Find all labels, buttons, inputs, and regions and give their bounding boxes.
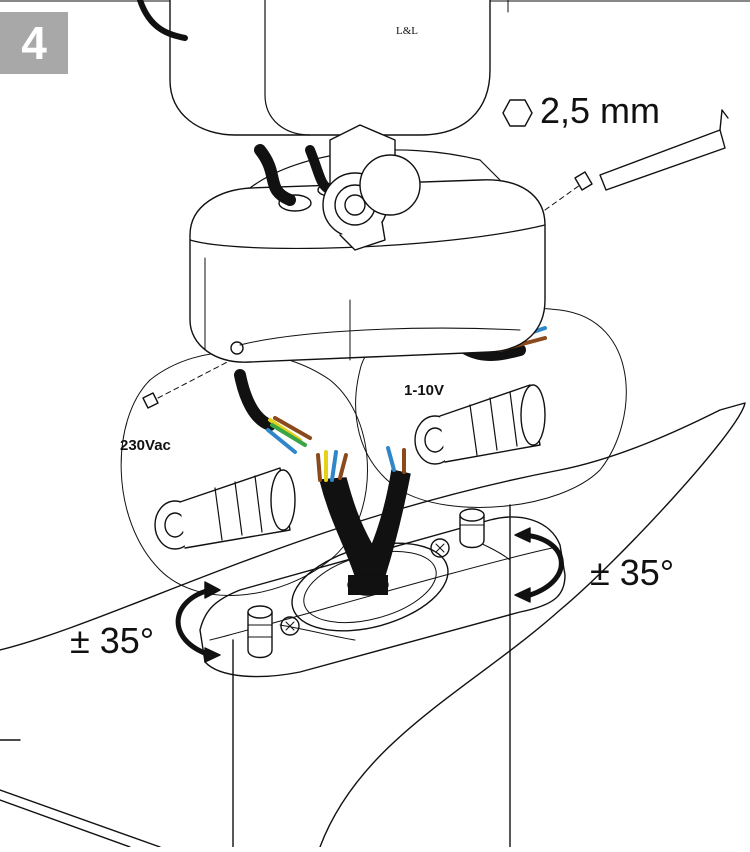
rotation-left-label: ± 35°: [70, 620, 155, 661]
brand-logo: L&L: [396, 25, 418, 37]
connector-1-10v: [414, 384, 546, 465]
luminaire-head: [137, 0, 491, 251]
plate-inner-line: [209, 547, 553, 641]
rotation-arrow-left: [175, 581, 221, 663]
junction-box: [189, 149, 546, 363]
stud-left: [247, 605, 273, 659]
grub-screw-right: [574, 171, 593, 191]
hexagon-icon: [502, 99, 533, 127]
base-lower-edge: [0, 789, 161, 848]
step-number-badge: 4: [0, 12, 68, 74]
base-surface-edge: [0, 402, 746, 848]
plate-screw-right: [430, 538, 450, 558]
plate-screw-left: [280, 616, 300, 636]
supply-cable: [319, 469, 411, 576]
base-lower-edge-2: [0, 799, 131, 848]
rotation-arrow-right: [514, 527, 564, 603]
hex-key-size-label: 2,5 mm: [540, 90, 661, 131]
dimming-connector-label: 1-10V: [404, 382, 445, 399]
mounting-plate: [199, 516, 566, 678]
plate-slot-left: [279, 624, 356, 641]
stud-right: [459, 508, 485, 549]
mains-connector-label: 230Vac: [120, 437, 171, 454]
rotation-right-label: ± 35°: [590, 552, 675, 593]
connector-230vac: [154, 467, 296, 550]
allen-key: [599, 129, 726, 191]
grub-screw-left: [142, 392, 159, 409]
